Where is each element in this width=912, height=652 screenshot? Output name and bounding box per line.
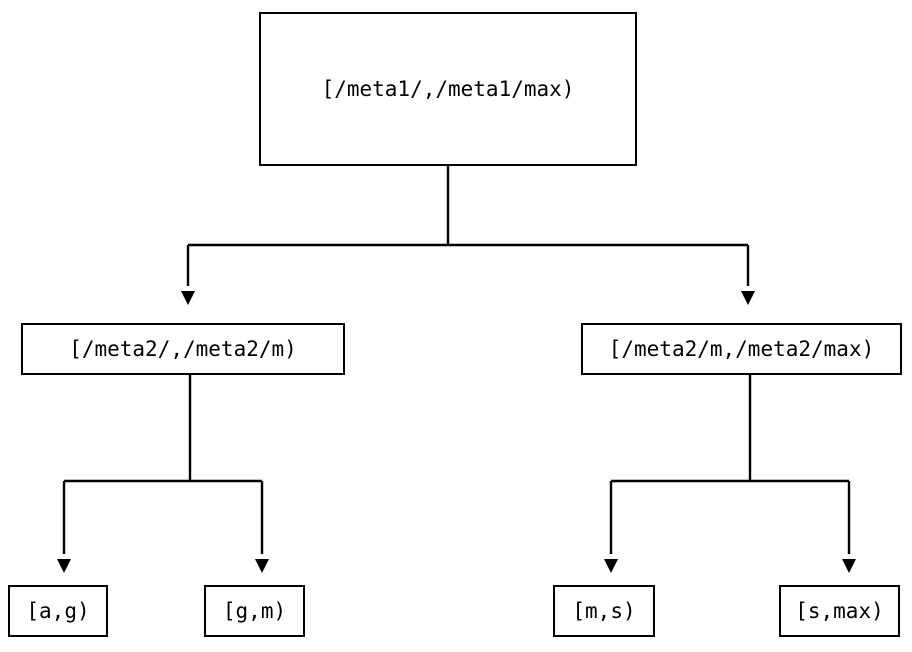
arrowhead-mid-right-to-leaf-smax [842, 559, 856, 573]
arrowhead-mid-left-to-leaf-ag [57, 559, 71, 573]
arrowhead-mid-right-to-leaf-ms [604, 559, 618, 573]
tree-node-root-label: [/meta1/,/meta1/max) [321, 76, 575, 101]
tree-node-mid-left-label: [/meta2/,/meta2/m) [69, 336, 297, 361]
tree-node-leaf-m-s[interactable]: [m,s) [553, 585, 655, 637]
tree-node-mid-left[interactable]: [/meta2/,/meta2/m) [21, 323, 345, 375]
tree-node-mid-right-label: [/meta2/m,/meta2/max) [608, 336, 875, 361]
edge-mid-left-to-leaves [62, 375, 264, 554]
arrowhead-root-to-mid-left [181, 291, 195, 305]
tree-node-mid-right[interactable]: [/meta2/m,/meta2/max) [581, 323, 902, 375]
edge-root-to-mid-level [186, 166, 750, 286]
tree-node-leaf-a-g[interactable]: [a,g) [8, 585, 108, 637]
tree-node-leaf-a-g-label: [a,g) [26, 598, 90, 623]
tree-node-leaf-s-max[interactable]: [s,max) [779, 585, 900, 637]
tree-node-leaf-m-s-label: [m,s) [572, 598, 636, 623]
arrowhead-mid-left-to-leaf-gm [255, 559, 269, 573]
tree-node-leaf-g-m[interactable]: [g,m) [204, 585, 305, 637]
tree-node-leaf-s-max-label: [s,max) [795, 598, 884, 623]
arrowhead-root-to-mid-right [741, 291, 755, 305]
tree-node-root[interactable]: [/meta1/,/meta1/max) [259, 12, 637, 166]
tree-node-leaf-g-m-label: [g,m) [222, 598, 287, 623]
edge-mid-right-to-leaves [609, 375, 851, 554]
